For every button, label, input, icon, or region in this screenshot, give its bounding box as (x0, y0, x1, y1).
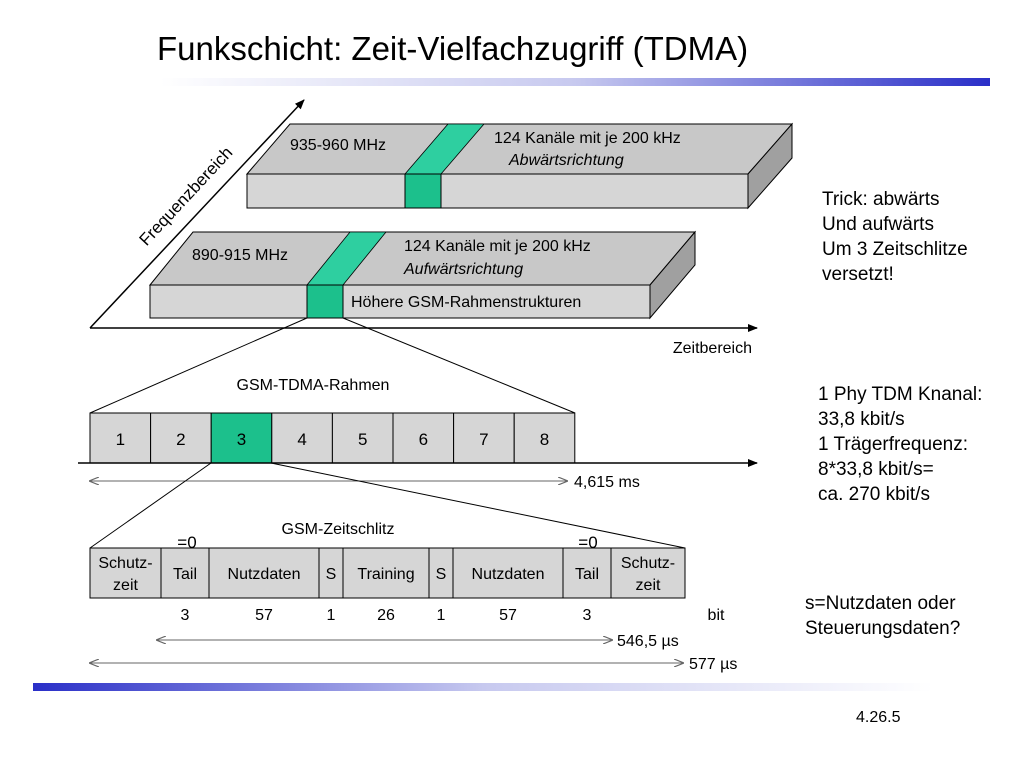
timeslot-field-bits: 3 (181, 607, 190, 624)
timeslot-field-bits: 57 (499, 607, 517, 624)
timeslot-field-label: Tail (575, 566, 599, 583)
data-duration: 546,5 µs (617, 633, 679, 650)
tdma-frame: 1 2 3 4 5 6 7 8 (89, 412, 576, 464)
downlink-band-front (246, 173, 749, 209)
timeslot-field-bits: 1 (327, 607, 336, 624)
tdma-slot-label: 5 (358, 430, 367, 449)
note-rates-line: 1 Phy TDM Knanal: (818, 384, 983, 405)
timeslot-field (160, 547, 210, 599)
timeslot-field-bits: 1 (437, 607, 446, 624)
tdma-slot (210, 412, 273, 464)
bit-unit: bit (708, 607, 725, 624)
uplink-band (148, 230, 697, 320)
timeslot-field-label: Schutz- (98, 555, 152, 572)
tdma-slot-label: 7 (479, 430, 488, 449)
page-number: 4.26.5 (856, 709, 901, 726)
note-rates-line: ca. 270 kbit/s (818, 484, 930, 505)
downlink-direction: Abwärtsrichtung (508, 152, 624, 169)
note-rates-line: 8*33,8 kbit/s= (818, 459, 934, 480)
timeslot-field-label: zeit (113, 577, 138, 594)
tdma-slot-label: 3 (237, 430, 246, 449)
uplink-direction: Aufwärtsrichtung (403, 261, 523, 278)
downlink-channels: 124 Kanäle mit je 200 kHz (494, 130, 681, 147)
timeslot-field (452, 547, 564, 599)
timeslot-title: GSM-Zeitschlitz (282, 521, 395, 538)
tdma-slot (331, 412, 394, 464)
downlink-band (245, 122, 794, 210)
tdma-slot-label: 6 (419, 430, 428, 449)
timeslot-fields: Schutz-zeit Tail 3 Nutzdaten 57 S 1 Training 26 S… (89, 547, 686, 624)
timeslot-field (428, 547, 454, 599)
timeslot-field-bits: 57 (255, 607, 273, 624)
timeslot-field-label: Nutzdaten (472, 566, 545, 583)
downlink-channel-block (404, 173, 442, 209)
timeslot-field-label: Training (357, 566, 414, 583)
tail-marker-right: =0 (578, 533, 597, 552)
note-trick-line: versetzt! (822, 264, 894, 285)
slot-zoom-line-left (89, 462, 212, 549)
note-question: s=Nutzdaten oder Steuerungsdaten? (805, 591, 960, 641)
tdma-slot (453, 412, 515, 464)
tdma-slot-label: 1 (116, 430, 125, 449)
zoom-line-left (89, 317, 308, 414)
zoom-line-right (342, 317, 576, 414)
tdma-slot (513, 412, 576, 464)
uplink-band-front (149, 284, 651, 319)
timeslot-field-bits: 26 (377, 607, 395, 624)
note-trick-line: Und aufwärts (822, 214, 934, 235)
timeslot-field-label: S (326, 566, 337, 583)
footer-bar (33, 683, 933, 691)
timeslot-field-bits: 3 (583, 607, 592, 624)
note-rates-line: 33,8 kbit/s (818, 409, 905, 430)
note-rates: 1 Phy TDM Knanal: 33,8 kbit/s 1 Trägerfr… (818, 382, 982, 507)
slot-duration: 577 µs (689, 656, 737, 673)
timeslot-field (208, 547, 320, 599)
tdma-slot (150, 412, 212, 464)
tdma-frame-title: GSM-TDMA-Rahmen (237, 377, 390, 394)
tdma-slot-label: 2 (176, 430, 185, 449)
timeslot-field (89, 547, 162, 599)
tail-marker-left: =0 (177, 533, 196, 552)
timeslot-field (562, 547, 612, 599)
uplink-range: 890-915 MHz (192, 247, 288, 264)
timeslot-field-label: zeit (636, 577, 661, 594)
timeslot-field (610, 547, 686, 599)
note-trick-line: Um 3 Zeitschlitze (822, 239, 968, 260)
uplink-higher-frames: Höhere GSM-Rahmenstrukturen (351, 294, 581, 311)
time-axis-label: Zeitbereich (673, 340, 752, 357)
downlink-range: 935-960 MHz (290, 137, 386, 154)
timeslot-field-label: Tail (173, 566, 197, 583)
slot-zoom-line-right (270, 462, 686, 549)
timeslot-field-label: S (436, 566, 447, 583)
timeslot-field (318, 547, 344, 599)
tdma-slot (392, 412, 455, 464)
tdma-slot (271, 412, 333, 464)
header-bar (160, 78, 990, 86)
tdma-slot-label: 8 (540, 430, 549, 449)
note-trick-line: Trick: abwärts (822, 189, 940, 210)
tdma-slot-label: 4 (297, 430, 306, 449)
note-question-line: Steuerungsdaten? (805, 618, 961, 639)
uplink-channel-block (306, 284, 344, 319)
page-title: Funkschicht: Zeit-Vielfachzugriff (TDMA) (157, 30, 749, 67)
frame-duration: 4,615 ms (574, 474, 640, 491)
frequency-axis (89, 99, 305, 329)
note-rates-line: 1 Trägerfrequenz: (818, 434, 968, 455)
timeslot-field-label: Nutzdaten (228, 566, 301, 583)
uplink-channels: 124 Kanäle mit je 200 kHz (404, 238, 591, 255)
note-trick: Trick: abwärts Und aufwärts Um 3 Zeitsch… (822, 187, 968, 287)
timeslot-field-label: Schutz- (621, 555, 675, 572)
note-question-line: s=Nutzdaten oder (805, 593, 956, 614)
